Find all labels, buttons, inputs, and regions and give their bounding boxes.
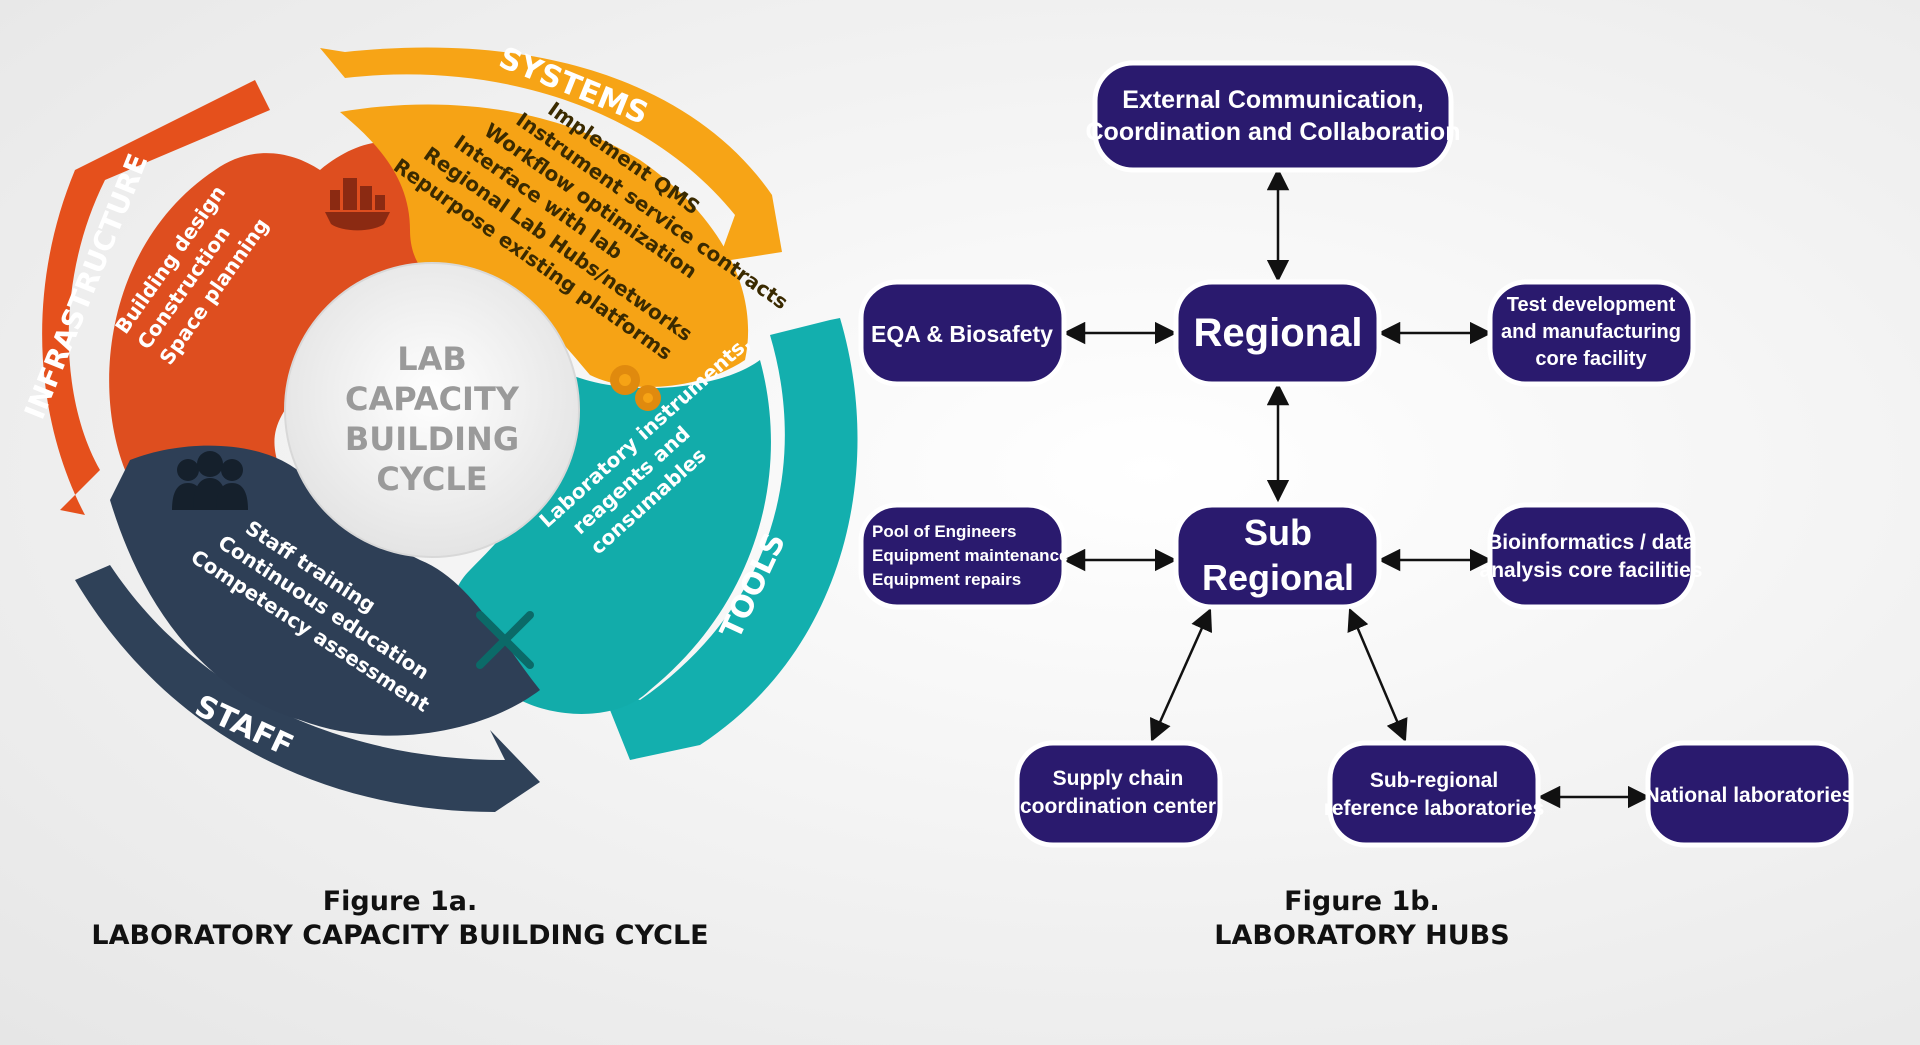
gears-icon: [610, 365, 661, 411]
regional-box: Regional: [1173, 279, 1382, 387]
supply-line-2: coordination center: [1020, 795, 1216, 818]
national-labs-box: National laboratories: [1645, 740, 1854, 848]
figure-b-caption-title: Figure 1b.: [1284, 886, 1440, 917]
bio-line-1: Bioinformatics / data: [1487, 531, 1695, 554]
test-development-box: Test development and manufacturing core …: [1487, 279, 1696, 387]
infrastructure-arrow: [42, 80, 271, 515]
pool-line-1: Pool of Engineers: [872, 522, 1017, 541]
supply-line-1: Supply chain: [1053, 767, 1184, 790]
regional-label: Regional: [1194, 311, 1363, 355]
tools-icon: [476, 611, 534, 669]
pool-engineers-box: Pool of Engineers Equipment maintenance …: [858, 502, 1068, 610]
test-dev-line-2: and manufacturing: [1501, 321, 1681, 343]
supply-chain-box: Supply chain coordination center: [1014, 740, 1223, 848]
center-line-3: BUILDING: [345, 420, 519, 458]
figure-a-caption-sub: LABORATORY CAPACITY BUILDING CYCLE: [91, 920, 708, 951]
pool-line-3: Equipment repairs: [872, 570, 1021, 589]
hub-connectors: [1062, 167, 1651, 809]
sub-regional-line-1: Sub: [1244, 512, 1312, 553]
figure-a-caption-title: Figure 1a.: [323, 886, 478, 917]
center-line-2: CAPACITY: [345, 380, 520, 418]
tools-arrow: [600, 318, 858, 760]
test-dev-line-3: core facility: [1535, 348, 1647, 370]
pool-line-2: Equipment maintenance: [872, 546, 1068, 565]
people-icon: [172, 451, 248, 510]
subref-line-2: reference laboratories: [1324, 797, 1545, 820]
center-circle: [284, 262, 580, 558]
lab-hubs-diagram: External Communication, Coordination and…: [858, 60, 1854, 951]
figure-b-caption-sub: LABORATORY HUBS: [1214, 920, 1509, 951]
center-line-1: LAB: [397, 340, 467, 378]
capacity-cycle-diagram: SYSTEMS INFRASTRUCTURE TOOLS STAFF LAB C…: [18, 40, 858, 951]
test-dev-line-1: Test development: [1507, 294, 1676, 316]
tools-segment: [451, 360, 771, 714]
bio-line-2: analysis core facilities: [1480, 559, 1703, 582]
staff-arrow: [75, 565, 540, 812]
national-label: National laboratories: [1645, 784, 1854, 807]
external-communication-box: External Communication, Coordination and…: [1086, 60, 1461, 173]
staff-segment: [110, 445, 540, 736]
external-line-1: External Communication,: [1122, 86, 1423, 114]
building-gear-icon: [325, 178, 390, 231]
external-line-2: Coordination and Collaboration: [1086, 118, 1461, 146]
subregional-reference-box: Sub-regional reference laboratories: [1324, 740, 1545, 848]
sub-regional-line-2: Regional: [1202, 557, 1354, 598]
subref-line-1: Sub-regional: [1370, 769, 1498, 792]
eqa-biosafety-box: EQA & Biosafety: [858, 279, 1067, 387]
systems-segment: [340, 104, 749, 388]
bioinformatics-box: Bioinformatics / data analysis core faci…: [1480, 502, 1703, 610]
systems-arrow: [320, 47, 782, 262]
eqa-label: EQA & Biosafety: [871, 321, 1053, 347]
sub-regional-box: Sub Regional: [1173, 502, 1382, 610]
center-line-4: CYCLE: [376, 460, 487, 498]
